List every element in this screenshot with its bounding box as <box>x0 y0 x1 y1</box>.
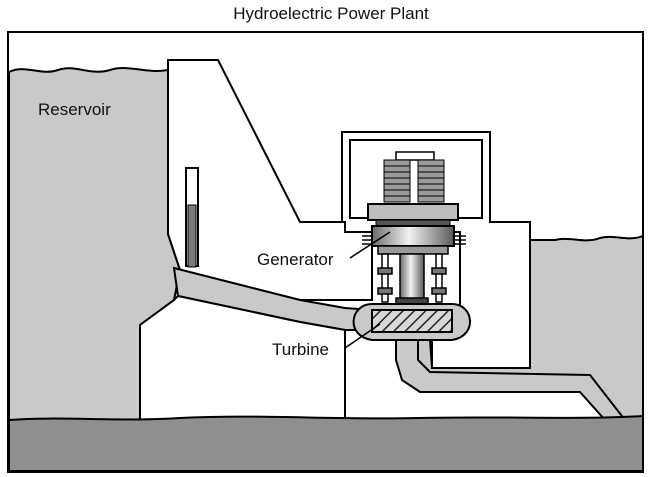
turbine-label: Turbine <box>272 340 329 359</box>
turbine-leader-line <box>344 323 381 349</box>
generator-base <box>377 245 449 255</box>
generator-label: Generator <box>257 250 334 269</box>
generator-top-plate <box>367 203 459 221</box>
ground <box>8 414 644 472</box>
intake-gate <box>187 204 197 268</box>
generator-leader-line <box>349 231 391 259</box>
turbine-shaft <box>377 253 447 305</box>
turbine-runner <box>371 309 453 333</box>
coil-bridge <box>395 151 435 161</box>
reservoir-label: Reservoir <box>38 100 111 119</box>
diagram-title: Hydroelectric Power Plant <box>233 4 429 23</box>
generator-coils <box>383 159 445 203</box>
